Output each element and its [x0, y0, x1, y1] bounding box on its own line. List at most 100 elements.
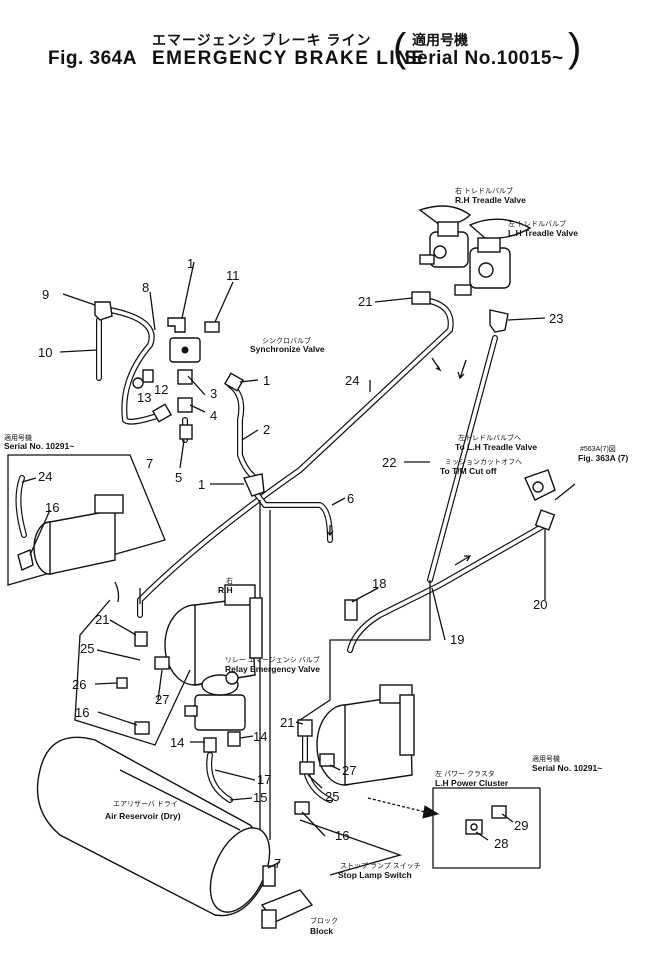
synchronize-valve	[169, 337, 201, 363]
serial-inset-left	[7, 454, 166, 586]
callout-13: 13	[137, 390, 151, 405]
rh-label-jp: 右	[226, 576, 233, 585]
stop-lamp-label: Stop Lamp Switch	[338, 870, 412, 880]
cutoff-fitting	[524, 469, 556, 501]
callout-8: 8	[142, 280, 149, 295]
tube-17	[206, 752, 233, 803]
flow-arrows	[326, 357, 472, 566]
callout-16-inset: 16	[45, 500, 59, 515]
tm-cutoff-label: To T/M Cut off	[440, 466, 497, 476]
callout-19: 19	[450, 632, 464, 647]
rh-treadle-valve	[418, 205, 472, 268]
callout-29: 29	[514, 818, 528, 833]
serial2-label-jp: 適用号機	[532, 754, 560, 763]
callout-5: 5	[175, 470, 182, 485]
ref-label: Fig. 363A (7)	[578, 453, 628, 463]
fitting-18	[344, 599, 358, 621]
fitting-1-right	[223, 372, 245, 392]
lh-treadle-valve	[454, 218, 532, 296]
callout-2: 2	[263, 422, 270, 437]
ref-label-jp: #563A(7)図	[580, 445, 616, 453]
fitting-11	[204, 321, 220, 333]
tube-2	[227, 382, 258, 481]
tm-cutoff-label-jp: ミッションカットオフへ	[445, 458, 522, 466]
callout-25-lh: 25	[325, 789, 339, 804]
callout-12: 12	[154, 382, 168, 397]
block-label-jp: ブロック	[310, 916, 338, 925]
figure-number: Fig. 364A	[48, 48, 137, 69]
tube-6	[252, 489, 333, 543]
callout-3: 3	[210, 386, 217, 401]
fitting-21-top	[411, 291, 431, 305]
tube-19	[347, 522, 548, 653]
callout-1-lower: 1	[198, 477, 205, 492]
callout-21-relay: 21	[95, 612, 109, 627]
callout-25-relay: 25	[80, 641, 94, 656]
callout-7-lower: 7	[274, 856, 281, 871]
serial-inset-label-jp: 適用号機	[4, 433, 32, 442]
callout-18: 18	[372, 576, 386, 591]
callout-27-relay: 27	[155, 692, 169, 707]
relay-valve-label-jp: リレー エマージェンシ バルブ	[225, 655, 320, 664]
callout-28: 28	[494, 836, 508, 851]
rh-power-cluster	[164, 584, 263, 686]
callout-1: 1	[187, 256, 194, 271]
leader-lines	[21, 261, 576, 869]
callout-16-lh: 16	[335, 828, 349, 843]
tube-22	[427, 335, 498, 583]
callout-20: 20	[533, 597, 547, 612]
title-japanese: エマージェンシ ブレーキ ライン	[152, 32, 372, 48]
callout-16-relay: 16	[75, 705, 89, 720]
elbow-fitting-23	[489, 309, 509, 333]
callout-15: 15	[253, 790, 267, 805]
open-paren: (	[393, 26, 407, 70]
lh-treadle-label-jp: 左 トレドルバルブ	[508, 219, 566, 228]
callout-9: 9	[42, 287, 49, 302]
lh-treadle-label: L.H Treadle Valve	[508, 228, 578, 238]
callout-24-inset: 24	[38, 469, 52, 484]
callout-11: 11	[226, 268, 240, 283]
elbow-fitting-1-top	[167, 317, 186, 333]
detail-inset-28-29	[432, 787, 541, 869]
rh-treadle-label: R.H Treadle Valve	[455, 195, 526, 205]
stop-lamp-label-jp: ストップ ランプ スイッチ	[340, 862, 421, 870]
callout-17: 17	[257, 772, 271, 787]
callout-14-left: 14	[170, 735, 184, 750]
lh-power-label: L.H Power Cluster	[435, 778, 509, 788]
relay-valve-label: Relay Emergency Valve	[225, 664, 320, 674]
close-paren: )	[568, 26, 582, 70]
lh-power-cluster	[316, 684, 415, 786]
callout-1-right: 1	[263, 373, 270, 388]
sync-valve-label-jp: シンクロバルブ	[262, 336, 311, 345]
air-reservoir-label: Air Reservoir (Dry)	[105, 811, 181, 821]
to-lh-treadle-label: To L.H Treadle Valve	[455, 442, 537, 452]
relay-fittings	[116, 631, 241, 753]
callout-27-lh: 27	[342, 763, 356, 778]
callout-4: 4	[210, 408, 217, 423]
tube-24-main	[137, 297, 454, 618]
fitting-7-left	[151, 403, 173, 423]
elbow-fitting-1-lower	[243, 473, 265, 497]
tube-rear-lines	[259, 500, 431, 840]
callout-14-right: 14	[253, 729, 267, 744]
sync-valve-label: Synchronize Valve	[250, 344, 325, 354]
serial-inset-label: Serial No. 10291~	[4, 441, 74, 451]
block-label: Block	[310, 926, 333, 936]
callout-23: 23	[549, 311, 563, 326]
fittings-12-13	[132, 369, 154, 389]
serial-number: Serial No.10015~	[404, 48, 564, 69]
lh-cluster-fittings	[294, 719, 335, 815]
callout-24: 24	[345, 373, 359, 388]
tube-8	[107, 307, 163, 425]
block	[260, 889, 314, 929]
detail-arrow	[367, 797, 440, 819]
stop-lamp-switch	[262, 819, 403, 887]
fitting-20	[534, 509, 556, 531]
serial2-label: Serial No. 10291~	[532, 763, 602, 773]
fittings-3-4	[177, 369, 193, 440]
callout-21-top: 21	[358, 294, 372, 309]
serial-japanese: 適用号機	[412, 32, 468, 48]
air-reservoir	[36, 736, 271, 917]
lh-power-label-jp: 左 パワー クラスタ	[435, 769, 495, 778]
